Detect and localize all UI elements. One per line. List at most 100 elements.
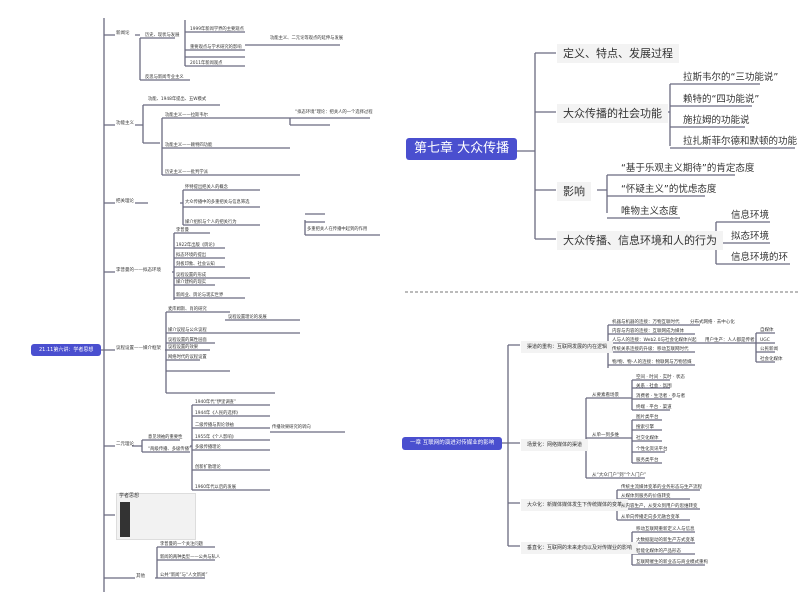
subtopic[interactable]: 拟态环境的提出 xyxy=(176,253,207,258)
subtopic[interactable]: 1944年《人民的选择》 xyxy=(195,411,241,416)
subtopic[interactable]: 从内容生产，从受众到用户的思维转变 xyxy=(621,504,698,509)
note[interactable]: 议程设置理论的发展 xyxy=(228,315,267,320)
subtopic[interactable]: 服务类平台 xyxy=(636,458,659,463)
subtopic[interactable]: 公民新闻 xyxy=(760,347,778,352)
subtopic[interactable]: 物/物、物-人的连接：物联网与万物皆媒 xyxy=(612,360,692,365)
subtopic[interactable]: “基于乐观主义期待”的肯定态度 xyxy=(621,163,755,174)
subtopic[interactable]: 功能、1948年提出、五W模式 xyxy=(148,97,207,102)
subtopic[interactable]: 唯物主义态度 xyxy=(621,206,679,217)
subtopic[interactable]: 图片类平台 xyxy=(636,415,659,420)
subtopic[interactable]: 新闻业、舆论与现实世界 xyxy=(176,293,224,298)
branch-topic[interactable]: 影响 xyxy=(557,182,591,202)
subtopic[interactable]: 刻板印象、社会认知 xyxy=(176,262,215,267)
subtopic[interactable]: 大数据驱动的新生产方式变革 xyxy=(636,538,695,543)
subtopic[interactable]: 互联网催生的新业态与商业模式重构 xyxy=(636,560,708,565)
subtopic[interactable]: 意见领袖的重要性 xyxy=(148,435,183,440)
subtopic[interactable]: 关系 · 社会 · 氛围 xyxy=(636,384,672,389)
subtopic[interactable]: 从媒体到服务的价值转变 xyxy=(621,494,671,499)
branch-topic[interactable]: 议程设置——媒介框架 xyxy=(116,346,161,351)
note[interactable]: 功能主义、二元论等观点的延伸与发展 xyxy=(270,36,344,41)
branch-topic[interactable]: 二元理论 xyxy=(116,442,134,447)
subtopic[interactable]: 施拉姆的功能说 xyxy=(683,115,750,126)
subtopic[interactable]: 终端 · 平台 · 渠道 xyxy=(636,405,672,410)
branch-topic[interactable]: 场景化：网络媒体的渠道 xyxy=(521,439,589,451)
branch-topic[interactable]: 把关理论 xyxy=(116,199,134,204)
subtopic[interactable]: 传统关系连接的升级：移动互联网时代 xyxy=(612,347,689,352)
subtopic[interactable]: 反思与新闻专业主义 xyxy=(145,75,184,80)
subtopic[interactable]: 拉斯韦尔的“三功能说” xyxy=(683,72,779,83)
subtopic[interactable]: 个性化资讯平台 xyxy=(636,447,668,452)
branch-topic[interactable]: 大众传播的社会功能 xyxy=(557,104,668,124)
branch-topic[interactable]: 定义、特点、发展过程 xyxy=(557,44,679,64)
subtopic[interactable]: 议程设置的属性层面 xyxy=(168,338,207,343)
subtopic[interactable]: UGC xyxy=(760,338,770,343)
branch-topic[interactable]: 其他 xyxy=(136,574,145,579)
branch-topic[interactable]: 大众化：新媒体媒体发生下传统媒体的变革 xyxy=(521,499,629,511)
subtopic[interactable]: 搜索引擎 xyxy=(636,425,654,430)
subtopic[interactable]: 从“大众门户”到“个人门户” xyxy=(592,473,647,478)
note[interactable]: 多重把关人在传播中起到的作用 xyxy=(307,227,368,232)
subtopic[interactable]: 传统主流媒体变革的业务形态与生产流程 xyxy=(621,485,702,490)
subtopic[interactable]: 媒介组织与个人的把关行为 xyxy=(185,220,237,225)
subtopic[interactable]: 二级传播与舆论领袖 xyxy=(195,423,234,428)
subtopic[interactable]: 功能主义——拉斯韦尔 xyxy=(165,113,208,118)
branch-topic[interactable]: 大众传播、信息环境和人的行为 xyxy=(557,231,723,251)
subtopic[interactable]: 移动互联网重新定义人与信息 xyxy=(636,527,695,532)
subtopic[interactable]: 媒介建构的现实 xyxy=(176,280,207,285)
central-topic[interactable]: 第七章 大众传播 xyxy=(406,138,518,160)
subtopic[interactable]: 拟态环境 xyxy=(731,231,770,242)
subtopic[interactable]: 信息环境 xyxy=(731,210,770,221)
subtopic[interactable]: 智能化媒体的产品形态 xyxy=(636,549,681,554)
subtopic[interactable]: 历史、现状与发展 xyxy=(145,33,180,38)
subtopic[interactable]: 1922年出版《舆论》 xyxy=(176,243,218,248)
subtopic[interactable]: 从单向传播走向多元融合变革 xyxy=(621,515,680,520)
subtopic[interactable]: “怀疑主义”的忧虑态度 xyxy=(621,184,717,195)
subtopic[interactable]: 历史主义——批判学派 xyxy=(165,170,208,175)
branch-topic[interactable]: 垂直化：互联网的未来走向以及对传媒业的影响 xyxy=(521,542,639,554)
subtopic[interactable]: 用户生产：人人都是传者 xyxy=(705,338,755,343)
subtopic[interactable]: 社会化媒体 xyxy=(760,357,783,362)
note[interactable]: “拟态环境”理论：把关人的一个选择过程 xyxy=(295,110,373,115)
subtopic[interactable]: 分布式网络 · 去中心化 xyxy=(690,320,735,325)
note[interactable]: 传播效果研究的转向 xyxy=(272,425,311,430)
subtopic[interactable]: 人与人的连接：Web2.0与社会化媒体兴起 xyxy=(612,338,697,343)
subtopic[interactable]: 拉扎斯菲尔德和默顿的功能 xyxy=(683,136,798,147)
subtopic[interactable]: 从单一到多维 xyxy=(592,433,619,438)
subtopic[interactable]: 2011年新闻观点 xyxy=(190,61,223,66)
subtopic[interactable]: 空间 · 时间 · 实时 · 状态 xyxy=(636,375,685,380)
subtopic[interactable]: 公共“新闻”与“人文新闻” xyxy=(160,573,208,578)
branch-topic[interactable]: 李普曼的——拟态环境 xyxy=(116,268,161,273)
branch-topic[interactable]: 渠道的重构：互联网发展的内在逻辑 xyxy=(521,341,614,353)
subtopic[interactable]: 机器与机器的连接：万物互联时代 xyxy=(612,320,680,325)
subtopic[interactable]: 功能主义——赖特四功能 xyxy=(165,143,213,148)
subtopic[interactable]: “两级传播、多级传播” xyxy=(148,447,192,452)
central-topic[interactable]: 一章 互联网的演进对传媒业的影响 xyxy=(402,437,503,450)
subtopic[interactable]: 议程设置的形成 xyxy=(176,273,207,278)
branch-topic[interactable]: 新闻论 xyxy=(116,31,130,36)
subtopic[interactable]: 重要观点与学术研究的影响 xyxy=(190,45,242,50)
branch-topic[interactable]: 功能主义 xyxy=(116,121,134,126)
subtopic[interactable]: 网络时代的议程设置 xyxy=(168,355,207,360)
subtopic[interactable]: 赖特的“四功能说” xyxy=(683,94,760,105)
subtopic[interactable]: 消费者 · 生活者 · 参与者 xyxy=(636,394,686,399)
subtopic[interactable]: 从要素看场景 xyxy=(592,393,619,398)
subtopic[interactable]: 1960年代以后的发展 xyxy=(195,485,237,490)
subtopic[interactable]: 自媒体 xyxy=(760,328,774,333)
subtopic[interactable]: 李普曼的一个关注问题 xyxy=(160,542,203,547)
subtopic[interactable]: 大众传播中的多重把关与信息筛选 xyxy=(185,200,250,205)
subtopic[interactable]: 创新扩散理论 xyxy=(195,465,221,470)
subtopic[interactable]: 内容与内容的连接：互联网成为媒体 xyxy=(612,329,684,334)
subtopic[interactable]: 信息环境的环 xyxy=(731,252,789,263)
subtopic[interactable]: 李普曼 xyxy=(176,228,189,233)
subtopic[interactable]: 1999年新闻学界的主要观点 xyxy=(190,27,244,32)
central-topic[interactable]: 21.11第六讲：学者思想 xyxy=(31,344,102,356)
subtopic[interactable]: 多级传播理论 xyxy=(195,445,221,450)
subtopic[interactable]: 怀特提出把关人的概念 xyxy=(185,185,228,190)
subtopic[interactable]: 媒介议程与公众议程 xyxy=(168,328,207,333)
subtopic[interactable]: 1940年代“伊里调查” xyxy=(195,400,237,405)
subtopic[interactable]: 1955年《个人影响》 xyxy=(195,435,237,440)
subtopic[interactable]: 社交化媒体 xyxy=(636,436,659,441)
subtopic[interactable]: 麦库姆斯、肖的研究 xyxy=(168,307,207,312)
subtopic[interactable]: 议程设置的效果 xyxy=(168,345,199,350)
subtopic[interactable]: 新闻的两种类型——公共与私人 xyxy=(160,555,221,560)
